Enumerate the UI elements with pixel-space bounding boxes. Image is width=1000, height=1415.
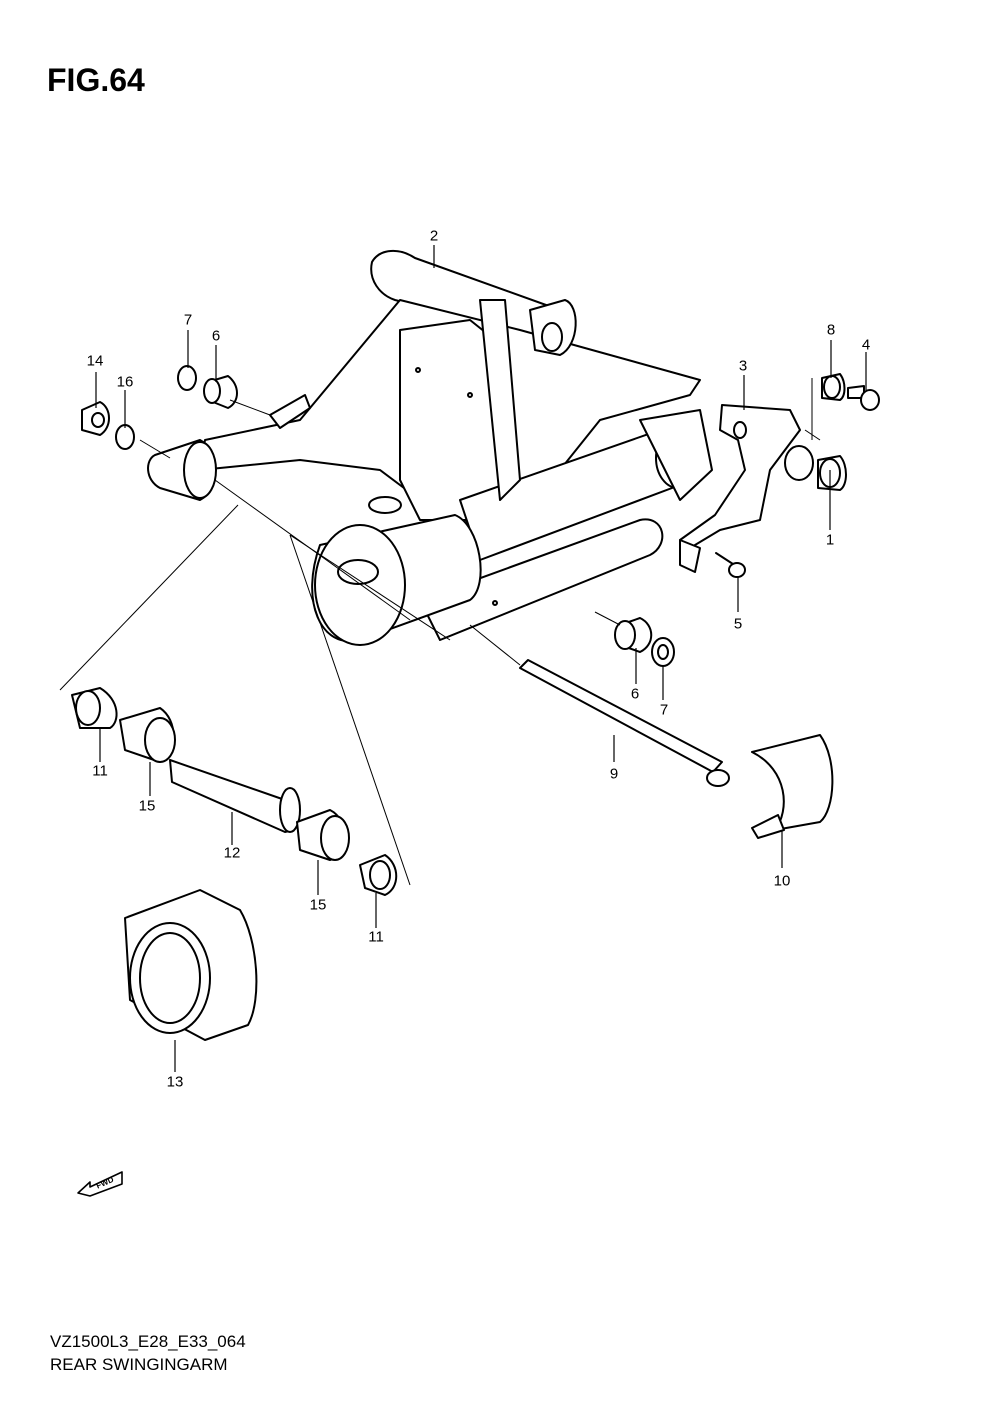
callout-7-left: 7 xyxy=(183,311,193,329)
callout-13: 13 xyxy=(166,1073,184,1091)
callout-6-right: 6 xyxy=(630,685,640,703)
leader-lines xyxy=(95,245,867,1072)
figure-title: FIG.64 xyxy=(47,62,145,98)
fwd-marker: FWD xyxy=(76,1168,126,1203)
callout-12: 12 xyxy=(223,844,241,862)
pivot-bearing-stack xyxy=(71,687,398,896)
pivot-shaft xyxy=(519,659,730,787)
callout-7-right: 7 xyxy=(659,701,669,719)
right-bearing-set xyxy=(614,617,675,667)
assembly-lines xyxy=(59,378,821,886)
callout-4: 4 xyxy=(861,336,871,354)
callout-16: 16 xyxy=(116,373,134,391)
callout-11-left: 11 xyxy=(92,762,108,780)
callout-5: 5 xyxy=(733,615,743,633)
brake-arm-bracket xyxy=(679,404,801,573)
pivot-cover xyxy=(751,734,834,839)
left-bearing-set xyxy=(81,365,238,450)
swingarm-frame xyxy=(147,250,713,646)
diagram-code: VZ1500L3_E28_E33_064 xyxy=(50,1332,246,1351)
callout-11-right: 11 xyxy=(368,928,384,946)
callout-3: 3 xyxy=(738,357,748,375)
callout-14: 14 xyxy=(86,352,104,370)
drive-boot xyxy=(124,889,258,1041)
fwd-arrow-icon: FWD xyxy=(77,1171,123,1197)
callout-2: 2 xyxy=(429,227,439,245)
callout-6-left: 6 xyxy=(211,327,221,345)
callout-8: 8 xyxy=(826,321,836,339)
callout-15-left: 15 xyxy=(138,797,156,815)
callout-15-right: 15 xyxy=(309,896,327,914)
callout-1: 1 xyxy=(825,531,835,549)
callout-10: 10 xyxy=(773,872,791,890)
callout-9: 9 xyxy=(609,765,619,783)
diagram-name: REAR SWINGINGARM xyxy=(50,1355,228,1374)
